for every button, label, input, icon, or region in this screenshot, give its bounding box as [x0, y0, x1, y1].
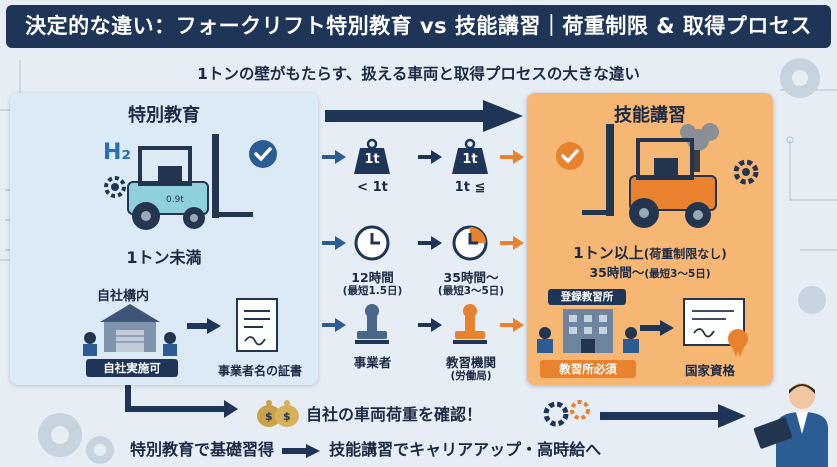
skills-capacity-line: 1トン以上(荷重制限なし) [527, 242, 773, 263]
career-path-line: 特別教育で基礎習得 技能講習でキャリアアップ・高時給へ [130, 436, 601, 460]
arrow-right-icon [418, 318, 442, 332]
arrow-right-icon [322, 318, 346, 332]
arrow-right-icon [322, 150, 346, 164]
arrow-right-orange-icon [500, 318, 524, 332]
clock-icon [452, 225, 488, 261]
arrow-right-icon [640, 320, 674, 336]
special-capacity-label: 1トン未満 [126, 248, 202, 267]
career-part-2: 技能講習でキャリアアップ・高時給へ [329, 440, 602, 459]
gear-icon [104, 176, 126, 198]
skills-hours-line: 35時間〜(最短3〜5日) [527, 262, 773, 281]
issuer-school: 教習機関 [445, 355, 496, 370]
weight-icon [452, 138, 488, 174]
arrow-right-icon [322, 236, 346, 250]
arrow-right-orange-icon [500, 236, 524, 250]
stamp-orange-icon [453, 304, 487, 344]
stamp-icon [355, 304, 389, 344]
issuer-school-note: (労働局) [450, 370, 492, 382]
hours-special-note: (最短1.5日) [342, 285, 403, 297]
skills-hours-note: (最短3〜5日) [644, 268, 711, 280]
issuer-employer: 事業者 [353, 355, 392, 370]
weight-badge-large: 1t [462, 152, 478, 167]
weight-over-label: 1t ≦ [454, 180, 486, 195]
skills-hours: 35時間〜 [589, 265, 645, 280]
long-arrow-right [600, 404, 746, 428]
weight-icon [354, 138, 390, 174]
company-site-label: 自社構内 [96, 289, 149, 304]
weight-badge-small: 1t [364, 152, 380, 167]
certificate-label: 事業者名の証書 [217, 364, 302, 378]
special-education-heading: 特別教育 [128, 105, 200, 126]
skills-training-heading: 技能講習 [614, 105, 686, 126]
svg-text:0.9t: 0.9t [166, 195, 184, 205]
self-implementation-badge: 自社実施可 [86, 359, 178, 377]
skills-capacity-note: (荷重制限なし) [643, 247, 727, 261]
clock-icon [354, 225, 390, 261]
arrow-right-icon [187, 318, 221, 334]
top-arrow [325, 100, 523, 132]
warehouse-icon [83, 304, 177, 356]
hours-skills: 35時間〜 [443, 270, 499, 285]
certificate-icon [236, 298, 278, 352]
gear-icon [733, 159, 759, 185]
check-icon [249, 140, 277, 168]
forklift-large-icon [582, 123, 719, 228]
subtitle: 1トンの壁がもたらす、扱える車両と取得プロセスの大きな違い [197, 65, 640, 83]
arrow-right-orange-icon [500, 150, 524, 164]
national-license-icon [683, 298, 748, 357]
check-orange-icon [556, 142, 584, 170]
person-with-tablet-icon [753, 383, 828, 467]
connector-arrow [125, 385, 238, 418]
arrow-right-icon [418, 236, 442, 250]
forklift-small-icon: 0.9t [127, 134, 253, 230]
registered-school-badge: 登録教習所 [548, 289, 626, 305]
school-required-badge: 教習所必須 [540, 360, 636, 378]
career-part-1: 特別教育で基礎習得 [130, 440, 275, 459]
check-vehicle-message: 自社の車両荷重を確認！ [306, 405, 483, 424]
national-license-label: 国家資格 [684, 363, 735, 378]
svg-text:$: $ [283, 410, 291, 423]
svg-text:$: $ [265, 410, 273, 423]
hours-skills-note: (最短3〜5日) [437, 285, 505, 297]
skills-capacity: 1トン以上 [573, 244, 644, 262]
arrow-right-icon [418, 150, 442, 164]
hours-special: 12時間 [351, 270, 394, 285]
money-bag-icon: $ $ [257, 400, 299, 427]
weight-under-label: < 1t [357, 180, 388, 195]
hydrogen-label: H₂ [103, 140, 132, 165]
page-title: 決定的な違い：フォークリフト特別教育 vs 技能講習｜荷重制限 & 取得プロセス [6, 5, 831, 48]
career-arrow-icon [281, 443, 320, 458]
school-building-icon [537, 309, 639, 353]
gears-icon [543, 400, 590, 427]
